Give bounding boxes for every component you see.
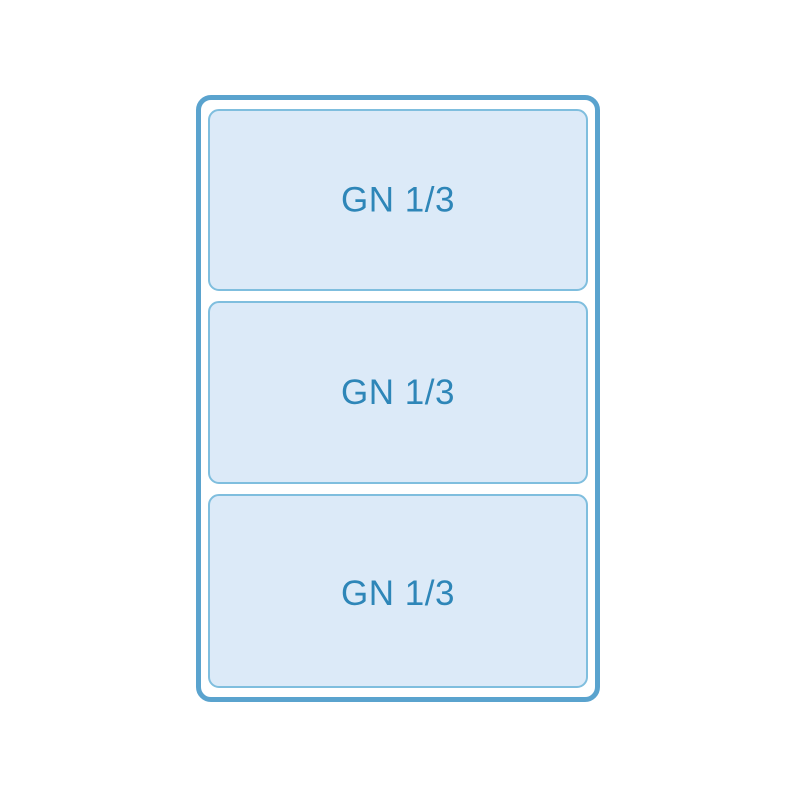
compartment-stack: GN 1/3 GN 1/3 GN 1/3 bbox=[208, 109, 588, 688]
compartment-label: GN 1/3 bbox=[341, 180, 455, 219]
compartment-top[interactable]: GN 1/3 bbox=[208, 109, 588, 291]
outer-tray-container: GN 1/3 GN 1/3 GN 1/3 bbox=[196, 95, 600, 702]
compartment-label: GN 1/3 bbox=[341, 573, 455, 613]
compartment-middle[interactable]: GN 1/3 bbox=[208, 301, 588, 484]
compartment-label: GN 1/3 bbox=[341, 373, 455, 412]
compartment-bottom[interactable]: GN 1/3 bbox=[208, 494, 588, 688]
